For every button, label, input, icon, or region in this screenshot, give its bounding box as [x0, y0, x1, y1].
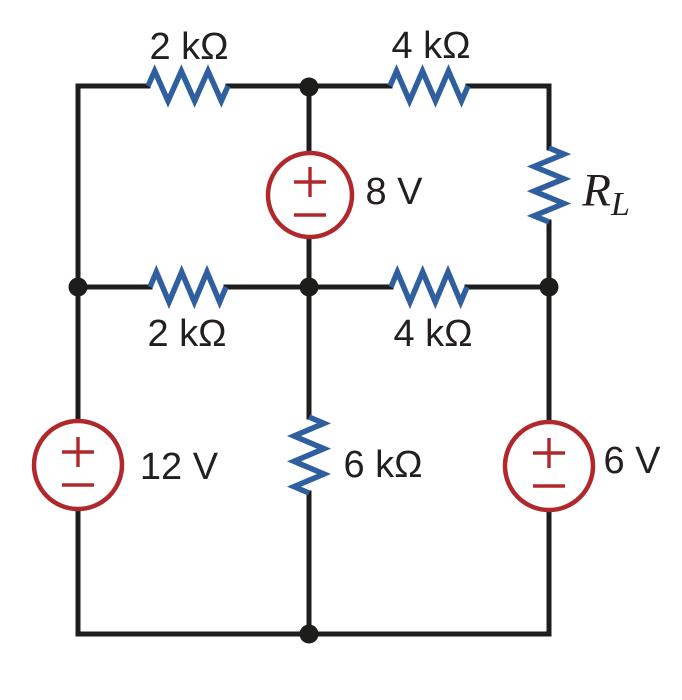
resistor-zigzag-r1	[145, 64, 231, 108]
resistor-zigzag-rl	[526, 145, 572, 225]
source-label-12v: 12 V	[139, 446, 219, 488]
resistor-zigzag-r6	[286, 414, 332, 496]
resistor-label-6k: 6 kΩ	[343, 444, 423, 486]
resistor-zigzag-r3	[147, 264, 229, 310]
resistor-label-4k-top: 4 kΩ	[391, 25, 471, 67]
resistor-label-2k-top: 2 kΩ	[149, 26, 229, 68]
source-label-8v: 8 V	[365, 171, 423, 213]
rl-base: R	[582, 164, 611, 217]
source-label-6v: 6 V	[603, 440, 661, 482]
resistor-label-4k-mid: 4 kΩ	[393, 313, 473, 355]
node-dot	[299, 624, 319, 644]
resistor-label-rl: RL	[582, 164, 630, 221]
resistor-label-2k-mid: 2 kΩ	[147, 313, 227, 355]
rl-subscript: L	[610, 185, 630, 223]
node-dot	[299, 277, 319, 297]
resistor-zigzag-r2	[387, 64, 471, 108]
resistor-zigzag-r4	[388, 264, 470, 310]
node-dot	[299, 77, 319, 97]
node-dot	[539, 277, 559, 297]
node-dot	[68, 277, 88, 297]
